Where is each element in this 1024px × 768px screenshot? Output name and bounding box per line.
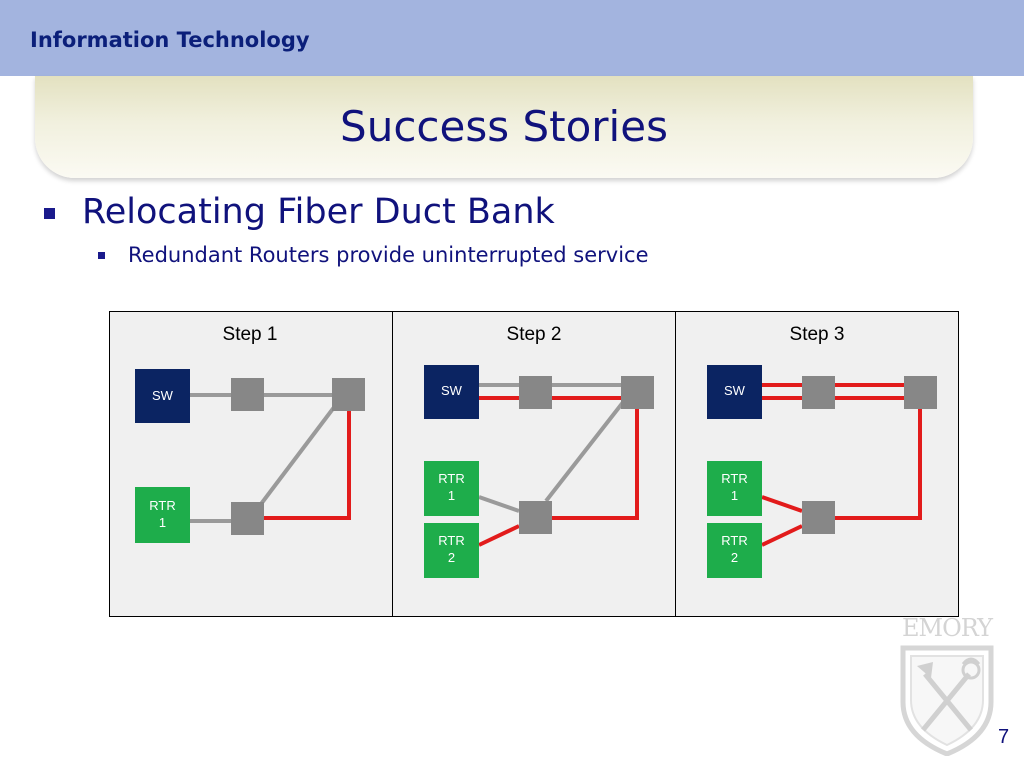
switch-node	[135, 369, 190, 423]
step-3-links	[761, 383, 922, 547]
page-number: 7	[998, 726, 1010, 748]
network-diagram: Step 1 SW RTR 1 Step 2 SW	[109, 311, 959, 617]
step-1-links	[190, 393, 351, 523]
link-gray	[478, 495, 520, 513]
router-1-number: 1	[159, 515, 166, 530]
router-2-number: 2	[731, 550, 738, 565]
link-gray	[259, 404, 337, 506]
square-bullet-icon	[98, 251, 105, 259]
router-1-node	[424, 461, 479, 516]
link-red	[761, 524, 803, 547]
fiber-node	[231, 378, 264, 411]
title-band: Success Stories	[35, 76, 973, 178]
fiber-node	[231, 502, 264, 535]
router-2-label: RTR	[721, 533, 747, 548]
link-red	[761, 495, 803, 513]
fiber-node	[904, 376, 937, 409]
switch-node	[707, 365, 762, 419]
router-1-node	[707, 461, 762, 516]
link-red	[835, 408, 922, 520]
link-red	[478, 524, 520, 547]
fiber-node	[802, 376, 835, 409]
bullet-level-1: Relocating Fiber Duct Bank	[44, 192, 555, 232]
router-1-label: RTR	[149, 498, 175, 513]
org-name: Information Technology	[30, 28, 310, 52]
fiber-node	[621, 376, 654, 409]
network-diagram-svg: Step 1 SW RTR 1 Step 2 SW	[109, 311, 959, 617]
link-red	[263, 410, 351, 520]
router-2-node	[424, 523, 479, 578]
switch-label: SW	[152, 388, 174, 403]
router-1-label: RTR	[438, 471, 464, 486]
slide-title: Success Stories	[340, 102, 668, 151]
fiber-node	[332, 378, 365, 411]
emory-shield-icon	[900, 645, 994, 756]
router-1-node	[135, 487, 190, 543]
fiber-node	[519, 376, 552, 409]
bullet-level-2: Redundant Routers provide uninterrupted …	[98, 243, 649, 267]
router-1-number: 1	[448, 488, 455, 503]
link-gray	[544, 399, 626, 503]
header-bar: Information Technology	[0, 0, 1024, 76]
emory-logo: EMORY	[893, 614, 1001, 759]
step-3-label: Step 3	[790, 324, 845, 345]
logo-wordmark: EMORY	[902, 614, 993, 642]
router-1-label: RTR	[721, 471, 747, 486]
step-2-links	[478, 383, 639, 547]
router-2-number: 2	[448, 550, 455, 565]
step-1-panel	[109, 311, 393, 617]
bullet-text: Relocating Fiber Duct Bank	[82, 192, 555, 232]
switch-label: SW	[441, 383, 463, 398]
step-2-label: Step 2	[507, 324, 562, 345]
step-1-label: Step 1	[223, 324, 278, 345]
switch-label: SW	[724, 383, 746, 398]
link-red	[552, 408, 639, 520]
router-2-label: RTR	[438, 533, 464, 548]
sub-bullet-text: Redundant Routers provide uninterrupted …	[128, 243, 649, 267]
fiber-node	[519, 501, 552, 534]
router-1-number: 1	[731, 488, 738, 503]
switch-node	[424, 365, 479, 419]
fiber-node	[802, 501, 835, 534]
square-bullet-icon	[44, 207, 55, 219]
router-2-node	[707, 523, 762, 578]
